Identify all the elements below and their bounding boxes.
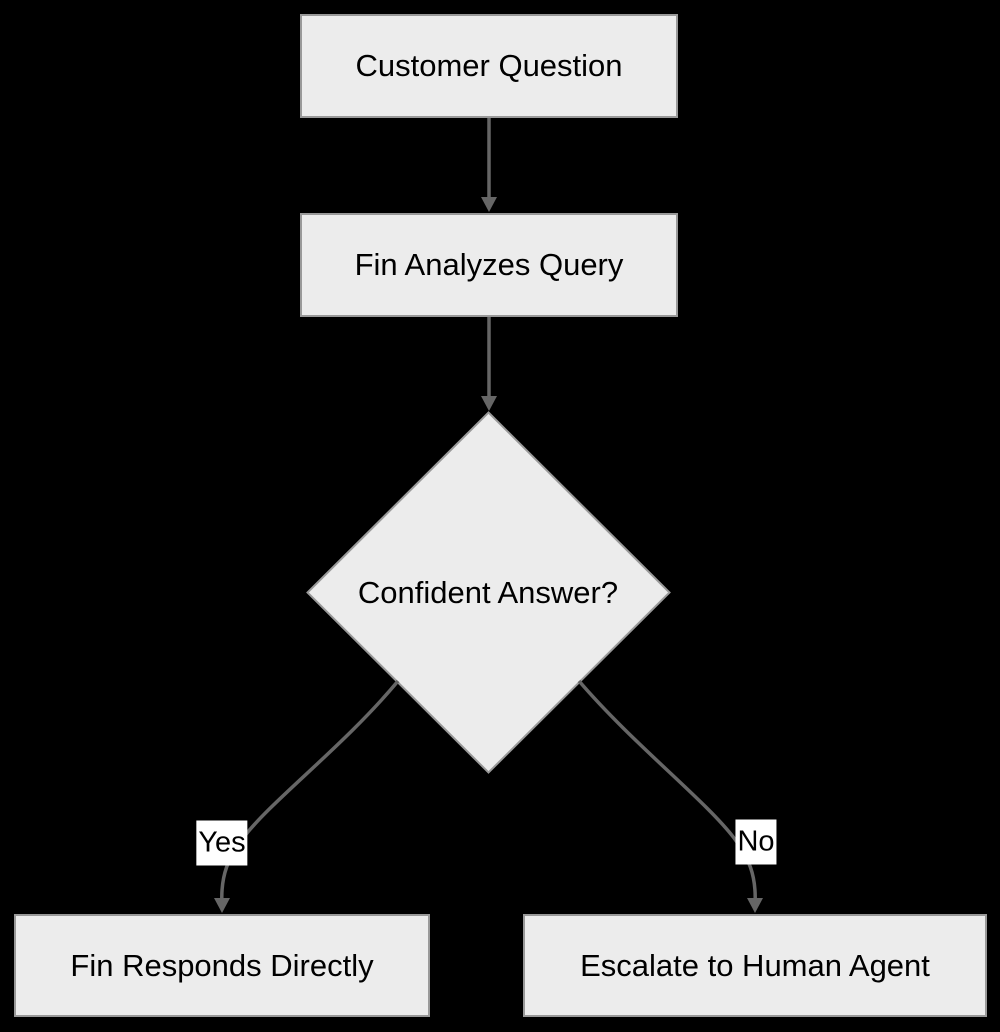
node-fin-analyzes-query: Fin Analyzes Query xyxy=(300,213,678,317)
arrowhead-analyze-to-decision xyxy=(481,396,497,411)
node-fin-analyzes-query-label: Fin Analyzes Query xyxy=(354,247,624,283)
arrowhead-decision-no xyxy=(747,898,763,913)
edge-label-yes: Yes xyxy=(196,820,248,866)
node-escalate-to-human-agent-label: Escalate to Human Agent xyxy=(580,947,930,983)
node-customer-question: Customer Question xyxy=(300,14,678,118)
edge-decision-yes xyxy=(220,679,400,900)
node-fin-responds-directly: Fin Responds Directly xyxy=(14,914,430,1017)
node-escalate-to-human-agent: Escalate to Human Agent xyxy=(523,914,987,1017)
node-fin-responds-directly-label: Fin Responds Directly xyxy=(70,947,374,983)
arrowhead-decision-yes xyxy=(214,898,230,913)
arrowhead-start-to-analyze xyxy=(481,197,497,212)
edge-decision-no xyxy=(577,679,757,900)
edge-label-no: No xyxy=(735,819,777,865)
node-customer-question-label: Customer Question xyxy=(355,48,623,84)
node-confident-answer-label: Confident Answer? xyxy=(357,575,619,610)
